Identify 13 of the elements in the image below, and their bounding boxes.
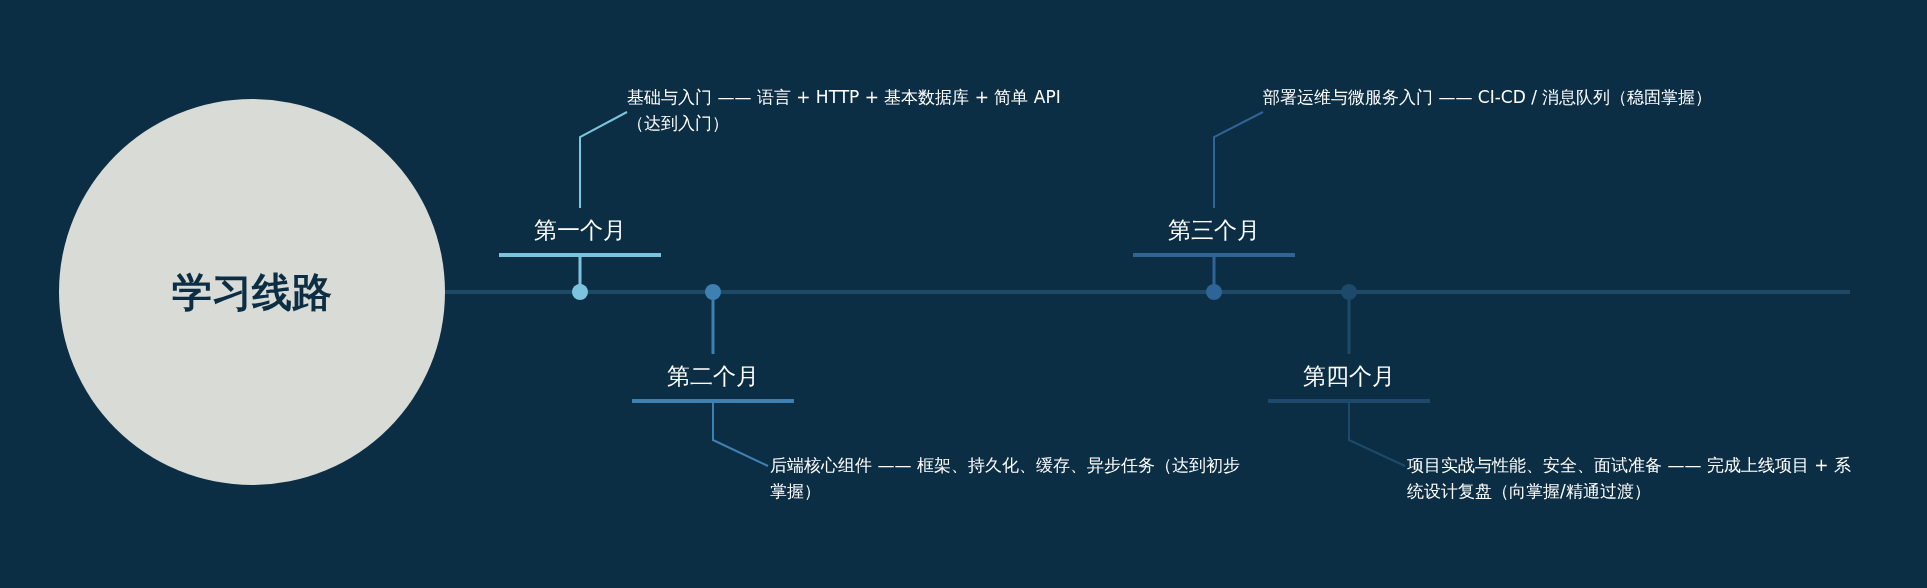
- month-label: 第四个月: [1268, 354, 1430, 403]
- milestone-description: 部署运维与微服务入门 —— CI-CD / 消息队列（稳固掌握）: [1263, 84, 1723, 111]
- leader-line: [712, 402, 769, 467]
- month-label: 第一个月: [499, 208, 661, 257]
- leader-line: [1348, 402, 1406, 467]
- month-label: 第二个月: [632, 354, 794, 403]
- milestone-description: 项目实战与性能、安全、面试准备 —— 完成上线项目 + 系统设计复盘（向掌握/精通过渡）: [1407, 452, 1857, 505]
- month-label: 第三个月: [1133, 208, 1295, 257]
- leader-line: [579, 111, 628, 209]
- milestone-description: 后端核心组件 —— 框架、持久化、缓存、异步任务（达到初步掌握）: [770, 452, 1240, 505]
- topic-circle: 学习线路: [59, 99, 445, 485]
- milestone-description: 基础与入门 —— 语言 + HTTP + 基本数据库 + 简单 API（达到入门）: [627, 84, 1072, 137]
- leader-line: [1213, 111, 1264, 209]
